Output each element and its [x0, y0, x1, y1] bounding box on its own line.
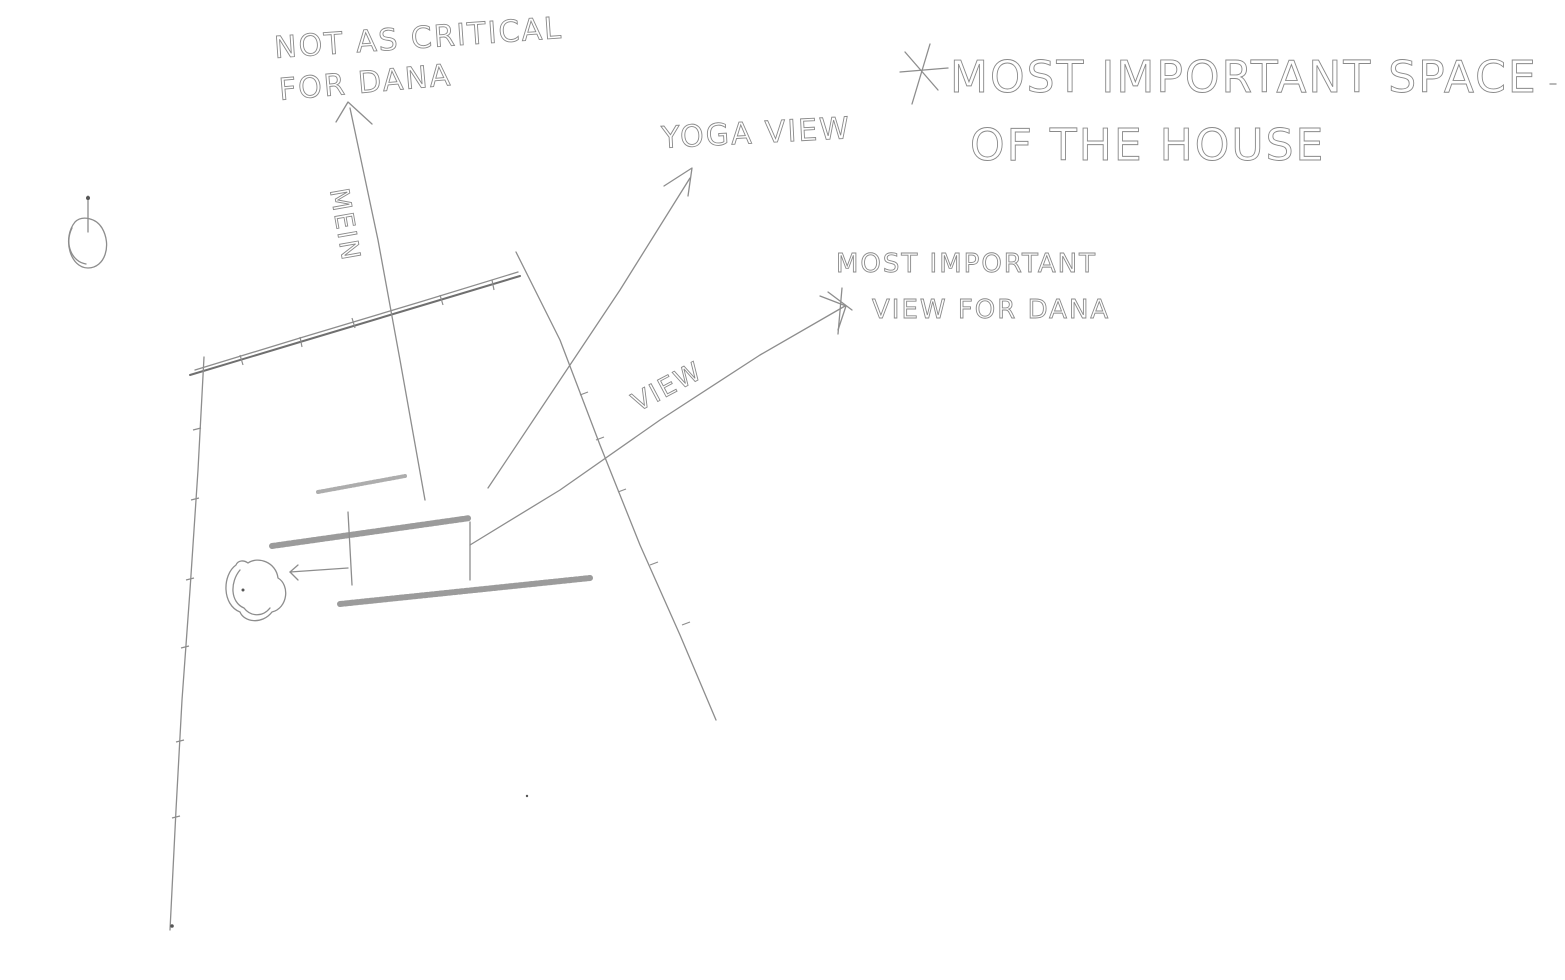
building-walls [269, 474, 593, 607]
label-most-important-view-line2: VIEW FOR DANA [872, 295, 1110, 325]
label-most-important-view-line1: MOST IMPORTANT [836, 249, 1097, 279]
label-most-important-space-line1: MOST IMPORTANT SPACE [950, 52, 1538, 103]
tree-icon [225, 559, 287, 622]
small-asterisk-icon [827, 287, 853, 335]
north-arrow-icon [67, 195, 108, 269]
label-left-axis: MEIN [323, 186, 365, 264]
axis-yoga-view [487, 177, 691, 489]
property-line-right [515, 251, 717, 721]
axis-most-important-view [469, 305, 846, 546]
property-line-top [189, 275, 521, 376]
asterisk-icon [899, 43, 949, 105]
label-not-critical-line1: NOT AS CRITICAL [273, 11, 564, 66]
label-not-critical-line2: FOR DANA [278, 58, 454, 108]
label-view-axis: VIEW [627, 356, 708, 418]
building-cross-lines [347, 511, 353, 586]
label-most-important-space-line2: OF THE HOUSE [970, 120, 1325, 171]
property-line-left [169, 356, 205, 931]
axis-not-critical [349, 107, 426, 501]
boundary-ticks [171, 279, 691, 819]
label-yoga-view: YOGA VIEW [660, 111, 852, 156]
